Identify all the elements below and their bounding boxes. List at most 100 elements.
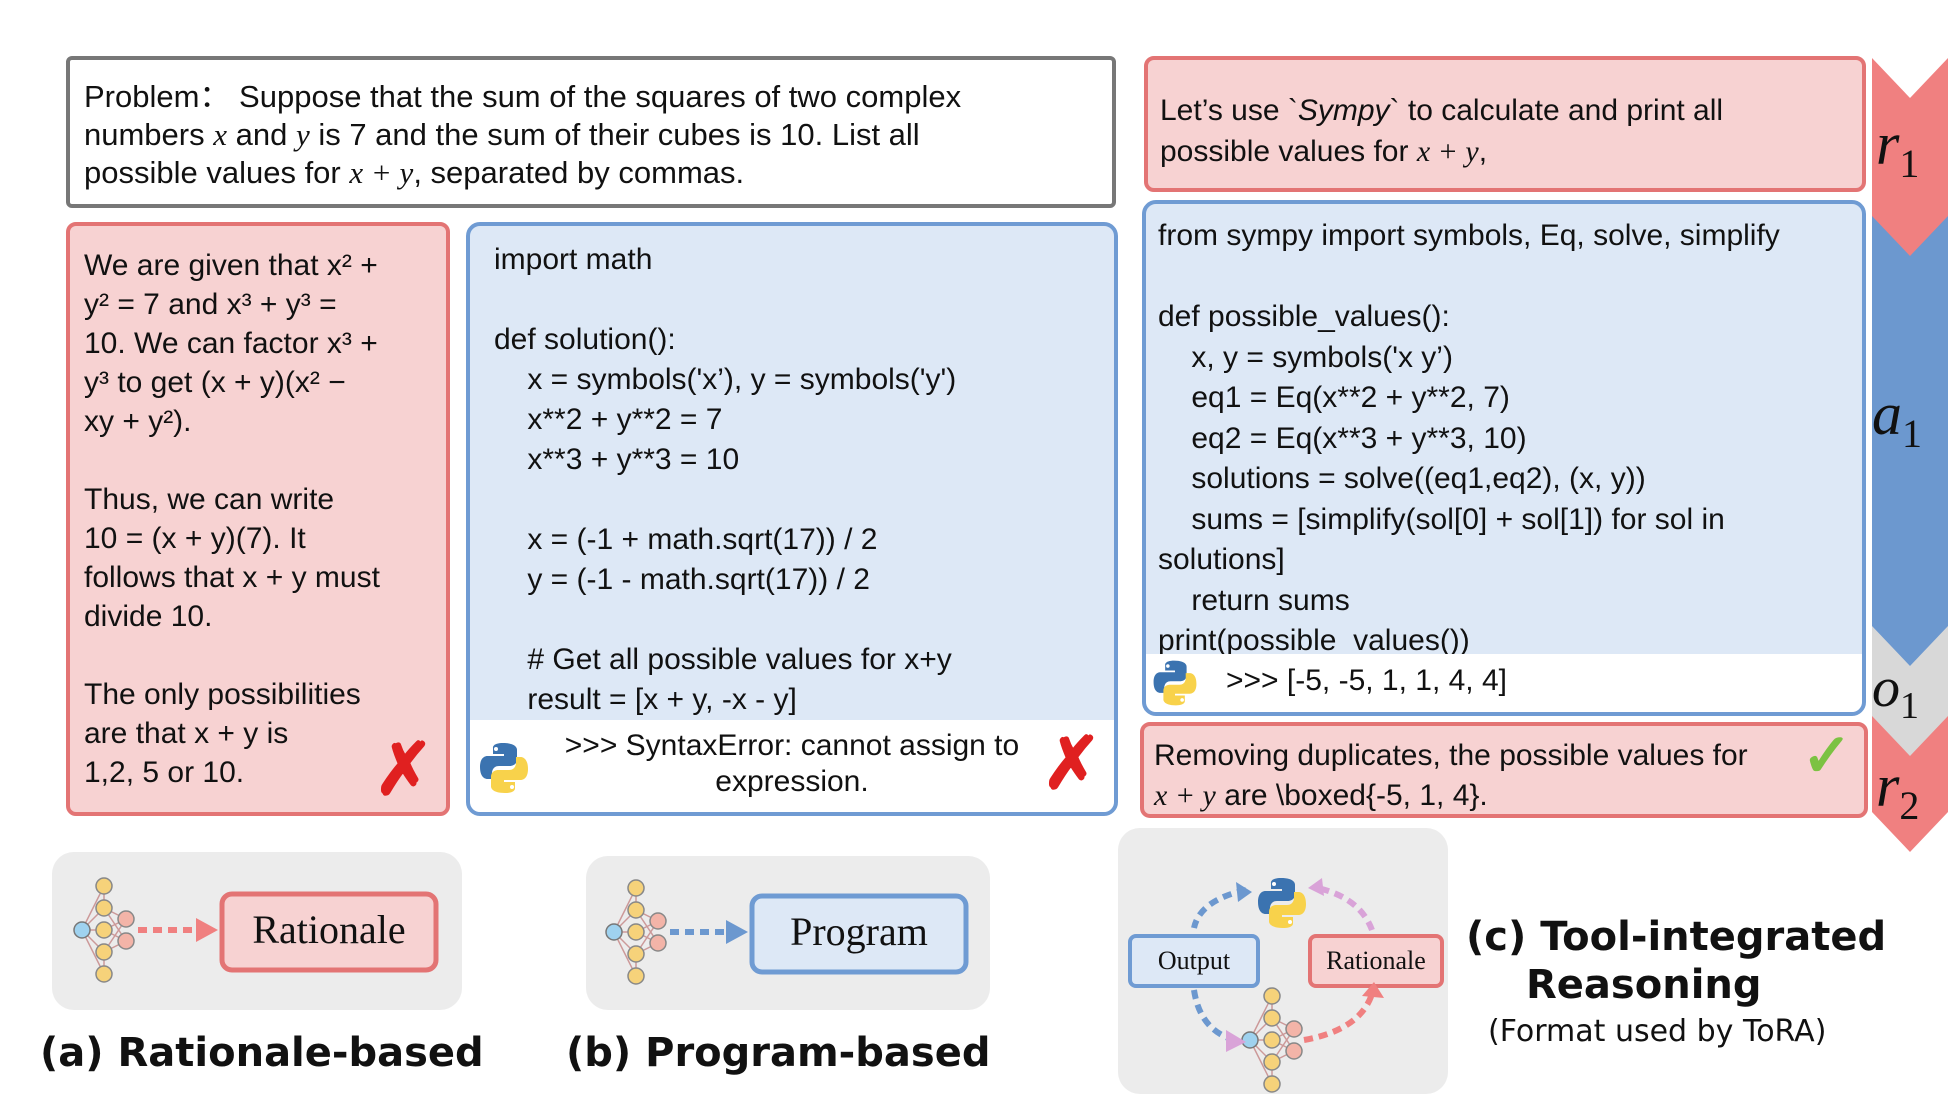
problem-line2a: numbers <box>84 117 214 152</box>
python-icon <box>480 743 528 793</box>
rationale-line: y³ to get (x + y)(x² − <box>84 366 346 399</box>
program-output-line1: >>> SyntaxError: cannot assign to <box>564 729 1020 762</box>
tir-rationale-1: Let’s use `Sympy` to calculate and print… <box>1144 56 1866 192</box>
code-line: sums = [simplify(sol[0] + sol[1]) for so… <box>1158 502 1725 536</box>
r2-line1: Removing duplicates, the possible values… <box>1154 739 1748 772</box>
rationale-box: We are given that x² + y² = 7 and x³ + y… <box>66 222 450 816</box>
code-line: eq2 = Eq(x**3 + y**3, 10) <box>1158 421 1527 455</box>
rationale-line: xy + y²). <box>84 405 192 438</box>
tir-output: >>> [-5, -5, 1, 1, 4, 4] <box>1146 654 1862 712</box>
label-r2-sub: 2 <box>1899 783 1920 828</box>
caption-c-line3: (Format used by ToRA) <box>1488 1014 1827 1049</box>
arrow-head <box>1308 878 1324 896</box>
caption-c-line2: Reasoning <box>1526 962 1762 1008</box>
neural-net-icon <box>605 879 667 985</box>
arrow-a-head <box>196 918 218 942</box>
rationale-node-label: Rationale <box>252 907 406 952</box>
neural-net-icon <box>73 877 135 983</box>
problem-line3b: , separated by commas. <box>413 155 745 190</box>
label-r1: r1 <box>1876 110 1919 187</box>
label-a1-main: a <box>1872 381 1902 447</box>
check-mark-icon: ✓ <box>1801 722 1852 789</box>
program-box: import math def solution(): x = symbols(… <box>466 222 1118 816</box>
rationale-node <box>219 891 439 973</box>
program-node <box>749 893 969 975</box>
code-line: y = (-1 - math.sqrt(17)) / 2 <box>494 563 870 596</box>
caption-b: (b) Program-based <box>566 1030 991 1076</box>
rationale-line: are that x + y is <box>84 717 289 750</box>
r1-text-c: possible values for <box>1160 135 1417 168</box>
var-xy: x + y <box>1154 779 1216 812</box>
code-line: result = [x + y, -x - y] <box>494 683 797 716</box>
code-line: x, y = symbols('x y’) <box>1158 340 1453 374</box>
arrow-rationale-python <box>1317 885 1375 932</box>
caption-a: (a) Rationale-based <box>40 1030 484 1076</box>
r1-text-a: Let’s use ` <box>1160 94 1298 127</box>
tir-output-text: >>> [-5, -5, 1, 1, 4, 4] <box>1226 664 1508 697</box>
rationale-line: follows that x + y must <box>84 561 380 594</box>
neural-net-icon <box>1241 987 1303 1093</box>
rationale-line: divide 10. <box>84 600 213 633</box>
python-icon <box>1153 660 1197 706</box>
arrow-model-rationale <box>1303 992 1375 1043</box>
rationale-small-node-label: Rationale <box>1326 946 1426 975</box>
code-line: # Get all possible values for x+y <box>494 643 952 676</box>
label-o1: o1 <box>1872 656 1919 728</box>
wrong-mark-icon: ✗ <box>1041 724 1102 804</box>
program-code: import math def solution(): x = symbols(… <box>494 240 956 720</box>
problem-line3a: possible values for <box>84 155 350 190</box>
code-line: import math <box>494 243 653 276</box>
code-line: solutions = solve((eq1,eq2), (x, y)) <box>1158 462 1646 495</box>
label-r1-sub: 1 <box>1899 141 1920 186</box>
problem-box: Problem： Suppose that the sum of the squ… <box>66 56 1116 208</box>
var-y: y <box>295 117 310 152</box>
rationale-line: The only possibilities <box>84 678 361 711</box>
label-r2-main: r <box>1876 753 1900 819</box>
tir-action-1: from sympy import symbols, Eq, solve, si… <box>1142 200 1866 716</box>
problem-line1: Suppose that the sum of the squares of t… <box>230 79 962 114</box>
caption-c-line1: (c) Tool-integrated <box>1466 914 1887 960</box>
code-line: print(possible_values()) <box>1158 624 1470 657</box>
rationale-line: 10 = (x + y)(7). It <box>84 522 306 555</box>
arrow-b-head <box>726 920 748 944</box>
problem-prefix: Problem： <box>84 79 231 114</box>
arrow-head <box>1226 1030 1246 1052</box>
code-line: eq1 = Eq(x**2 + y**2, 7) <box>1158 381 1510 414</box>
code-line: solutions] <box>1158 543 1285 576</box>
code-line: def possible_values(): <box>1158 300 1450 333</box>
python-icon <box>1258 878 1306 928</box>
rationale-line: 10. We can factor x³ + <box>84 327 378 360</box>
r1-text-d: , <box>1478 135 1488 168</box>
arrow-head <box>1362 982 1384 998</box>
code-line: def solution(): <box>494 323 676 356</box>
output-node <box>1128 934 1260 988</box>
code-line: x = (-1 + math.sqrt(17)) / 2 <box>494 523 878 556</box>
label-r1-main: r <box>1876 111 1900 177</box>
tir-rationale-2: Removing duplicates, the possible values… <box>1140 722 1868 818</box>
rationale-line: We are given that x² + <box>84 249 378 282</box>
code-line: x**3 + y**3 = 10 <box>494 443 740 476</box>
program-node-label: Program <box>790 909 928 954</box>
label-a1: a1 <box>1872 380 1922 457</box>
rationale-line: 1,2, 5 or 10. <box>84 756 245 789</box>
code-line: x = symbols('x’), y = symbols('y') <box>494 363 957 396</box>
r1-text-b: ` to calculate and print all <box>1389 94 1724 127</box>
label-o1-main: o <box>1872 657 1900 719</box>
arrow-head <box>1236 882 1252 902</box>
output-node-label: Output <box>1157 946 1231 975</box>
code-line: from sympy import symbols, Eq, solve, si… <box>1158 219 1780 252</box>
program-output-line2: expression. <box>715 765 869 798</box>
wrong-mark-icon: ✗ <box>373 730 434 810</box>
rationale-line: Thus, we can write <box>84 483 335 516</box>
var-xy: x + y <box>1416 135 1479 168</box>
var-x: x <box>213 117 227 152</box>
tir-code: from sympy import symbols, Eq, solve, si… <box>1158 216 1780 662</box>
label-r2: r2 <box>1876 752 1919 829</box>
program-output: >>> SyntaxError: cannot assign to expres… <box>470 720 1114 812</box>
r1-sympy: Sympy <box>1297 94 1390 127</box>
var-xy: x + y <box>349 155 414 190</box>
rationale-line: y² = 7 and x³ + y³ = <box>84 288 337 321</box>
label-a1-sub: 1 <box>1902 411 1922 456</box>
code-line: return sums <box>1158 583 1350 617</box>
